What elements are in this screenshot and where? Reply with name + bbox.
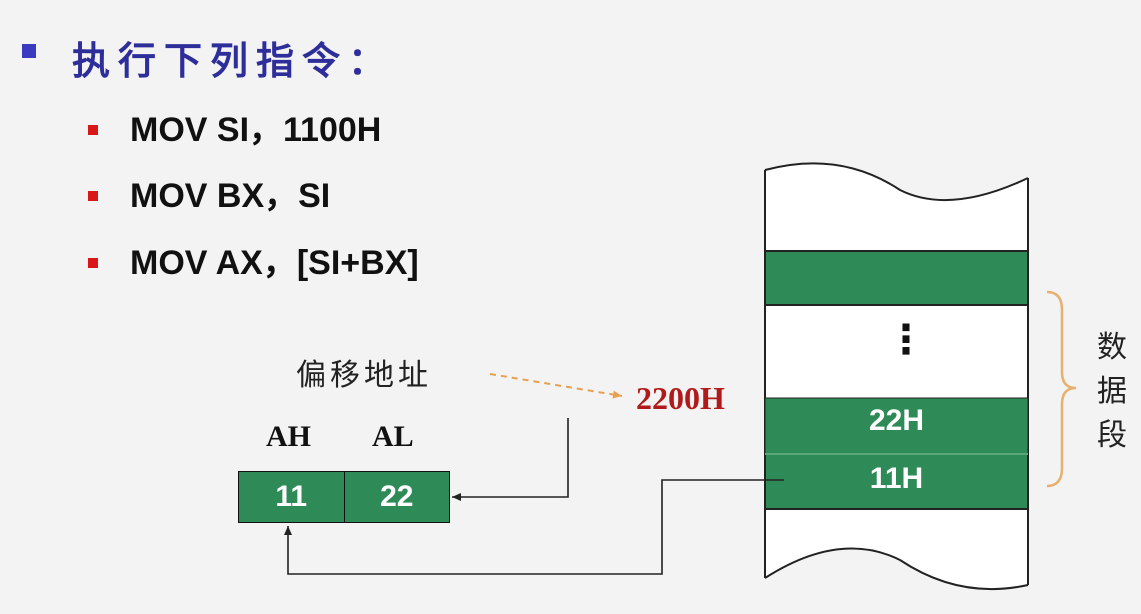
memory-ellipsis: ⋮ xyxy=(886,317,926,363)
heading-bullet-icon xyxy=(22,44,36,58)
effective-address: 2200H xyxy=(636,380,725,416)
to-ah-arrow xyxy=(284,479,784,575)
memory-bottom-edge xyxy=(764,547,1029,591)
instruction-bullet-icon xyxy=(88,258,98,268)
al-value: 22 xyxy=(343,472,450,522)
ah-label: AH xyxy=(266,420,311,453)
memory-top-edge xyxy=(764,162,1029,202)
memory-22h-label: 22H xyxy=(868,404,925,437)
instruction-2: MOV BX，SI xyxy=(130,177,331,215)
instruction-bullet-icon xyxy=(88,191,98,201)
memory-cell-11h xyxy=(764,453,1029,510)
memory-11h-label: 11H xyxy=(869,462,924,495)
heading: 执行下列指令： xyxy=(72,38,395,83)
offset-address-label: 偏移地址 xyxy=(296,358,432,393)
instruction-3: MOV AX，[SI+BX] xyxy=(130,244,419,282)
memory-column xyxy=(764,162,1029,591)
data-segment-label: 数据段 xyxy=(1097,330,1127,453)
segment-brace xyxy=(1046,290,1077,488)
instruction-bullet-icon xyxy=(88,125,98,135)
offset-pointer-arrow xyxy=(489,373,623,399)
ax-register: 11 22 xyxy=(238,471,450,523)
ah-value: 11 xyxy=(275,480,308,513)
al-label: AL xyxy=(372,420,414,453)
memory-cell-top xyxy=(764,250,1029,306)
instruction-1: MOV SI，1100H xyxy=(130,111,382,149)
to-al-arrow xyxy=(452,418,569,501)
